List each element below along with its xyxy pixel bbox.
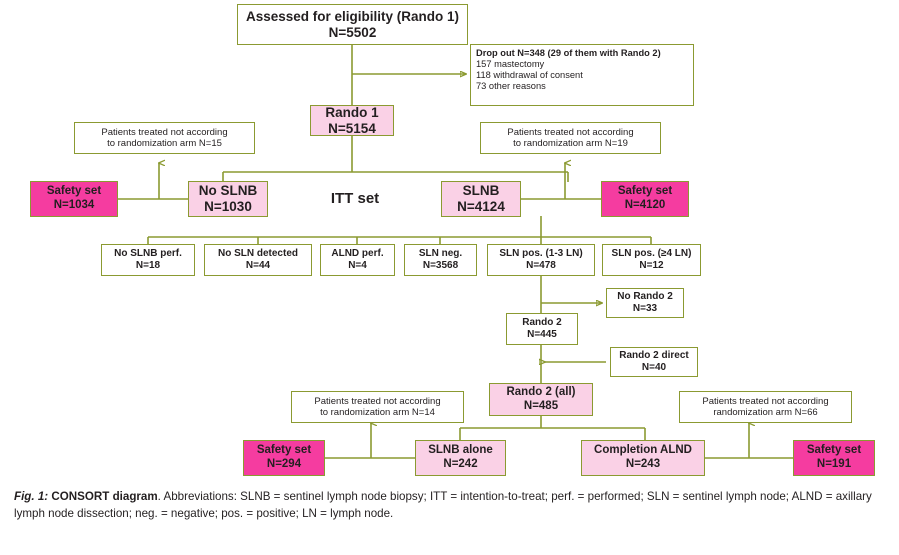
- node-no-rando-2-line1: No Rando 2: [617, 291, 673, 303]
- figure-caption: Fig. 1: CONSORT diagram. Abbreviations: …: [14, 489, 886, 523]
- node-rando-2-direct-line2: N=40: [641, 362, 667, 373]
- node-rando-2-direct-line1: Rando 2 direct: [619, 350, 689, 362]
- node-slnb-alone-line1: SLNB alone: [428, 444, 493, 457]
- node-not-according-right-top-line2: to randomization arm N=19: [513, 138, 628, 149]
- node-no-slnb-line2: N=1030: [204, 199, 252, 214]
- node-no-slnb-perf: No SLNB perf. N=18: [101, 244, 195, 276]
- node-no-sln-detected-line2: N=44: [245, 260, 271, 271]
- node-not-according-right-top-line1: Patients treated not according: [507, 126, 634, 138]
- node-safety-set-left-line1: Safety set: [46, 185, 102, 198]
- node-rando-2-all-line1: Rando 2 (all): [506, 385, 576, 398]
- label-itt-set: ITT set: [330, 190, 380, 207]
- node-dropout: Drop out N=348 (29 of them with Rando 2)…: [470, 44, 694, 106]
- node-dropout-item-2: 118 withdrawal of consent: [476, 69, 583, 80]
- node-safety-set-left: Safety set N=1034: [30, 181, 118, 217]
- caption-label: Fig. 1:: [14, 490, 49, 503]
- node-not-according-right-top: Patients treated not according to random…: [480, 122, 661, 154]
- node-not-according-bottom-left-line2: to randomization arm N=14: [320, 407, 435, 418]
- node-rando-2-line1: Rando 2: [522, 317, 562, 329]
- node-rando-1-line2: N=5154: [328, 120, 376, 136]
- node-slnb-alone: SLNB alone N=242: [415, 440, 506, 476]
- node-rando-1: Rando 1 N=5154: [310, 105, 394, 136]
- node-no-slnb-perf-line2: N=18: [135, 260, 161, 271]
- node-safety-set-bottom-left-line1: Safety set: [256, 444, 312, 457]
- node-safety-set-left-line2: N=1034: [53, 199, 95, 211]
- node-completion-alnd-line1: Completion ALND: [594, 444, 692, 457]
- node-not-according-bottom-right-line1: Patients treated not according: [702, 395, 829, 407]
- node-safety-set-bottom-right-line2: N=191: [816, 458, 852, 470]
- node-assessed-for-eligibility: Assessed for eligibility (Rando 1) N=550…: [237, 4, 468, 45]
- node-assessed-line1: Assessed for eligibility (Rando 1): [245, 8, 460, 24]
- node-not-according-left-top-line2: to randomization arm N=15: [107, 138, 222, 149]
- node-sln-neg: SLN neg. N=3568: [404, 244, 477, 276]
- node-alnd-perf: ALND perf. N=4: [320, 244, 395, 276]
- caption-title: CONSORT diagram: [51, 490, 158, 503]
- node-not-according-bottom-right-line2: randomization arm N=66: [713, 407, 818, 418]
- node-sln-pos-4plus-ln-line2: N=12: [639, 260, 664, 271]
- node-no-slnb-line1: No SLNB: [198, 183, 258, 199]
- node-not-according-bottom-left-line1: Patients treated not according: [314, 395, 441, 407]
- node-safety-set-bottom-right-line1: Safety set: [806, 444, 862, 457]
- node-rando-2-all: Rando 2 (all) N=485: [489, 383, 593, 416]
- node-completion-alnd: Completion ALND N=243: [581, 440, 705, 476]
- node-no-slnb-perf-line1: No SLNB perf.: [114, 248, 182, 260]
- node-sln-pos-4plus-ln: SLN pos. (≥4 LN) N=12: [602, 244, 701, 276]
- node-assessed-line2: N=5502: [328, 24, 377, 40]
- node-sln-pos-4plus-ln-line1: SLN pos. (≥4 LN): [611, 248, 692, 260]
- node-dropout-item-3: 73 other reasons: [476, 80, 546, 91]
- node-safety-set-bottom-right: Safety set N=191: [793, 440, 875, 476]
- node-rando-2-all-line2: N=485: [523, 399, 559, 412]
- node-dropout-header: Drop out N=348 (29 of them with Rando 2): [476, 48, 661, 58]
- node-sln-pos-1-3-ln: SLN pos. (1-3 LN) N=478: [487, 244, 595, 276]
- node-rando-2: Rando 2 N=445: [506, 313, 578, 345]
- node-not-according-bottom-right: Patients treated not according randomiza…: [679, 391, 852, 423]
- node-sln-pos-1-3-ln-line1: SLN pos. (1-3 LN): [499, 248, 583, 260]
- node-rando-1-line1: Rando 1: [325, 104, 379, 120]
- node-dropout-item-1: 157 mastectomy: [476, 58, 545, 69]
- node-alnd-perf-line2: N=4: [348, 260, 367, 271]
- node-no-slnb: No SLNB N=1030: [188, 181, 268, 217]
- node-sln-neg-line2: N=3568: [422, 260, 459, 271]
- node-no-sln-detected: No SLN detected N=44: [204, 244, 312, 276]
- node-slnb: SLNB N=4124: [441, 181, 521, 217]
- node-not-according-bottom-left: Patients treated not according to random…: [291, 391, 464, 423]
- node-safety-set-right-line1: Safety set: [617, 185, 673, 198]
- node-not-according-left-top: Patients treated not according to random…: [74, 122, 255, 154]
- node-safety-set-right: Safety set N=4120: [601, 181, 689, 217]
- caption-text: . Abbreviations: SLNB = sentinel lymph n…: [14, 490, 872, 520]
- node-sln-neg-line1: SLN neg.: [418, 248, 463, 260]
- node-rando-2-direct: Rando 2 direct N=40: [610, 347, 698, 377]
- node-slnb-line1: SLNB: [462, 183, 500, 199]
- node-safety-set-bottom-left: Safety set N=294: [243, 440, 325, 476]
- node-safety-set-right-line2: N=4120: [624, 199, 666, 211]
- node-safety-set-bottom-left-line2: N=294: [266, 458, 302, 470]
- node-sln-pos-1-3-ln-line2: N=478: [526, 260, 556, 271]
- node-rando-2-line2: N=445: [527, 329, 557, 340]
- node-no-sln-detected-line1: No SLN detected: [217, 248, 298, 260]
- node-alnd-perf-line1: ALND perf.: [331, 248, 384, 260]
- node-slnb-line2: N=4124: [457, 199, 505, 214]
- node-no-rando-2-line2: N=33: [632, 303, 658, 314]
- node-slnb-alone-line2: N=242: [443, 458, 478, 470]
- node-no-rando-2: No Rando 2 N=33: [606, 288, 684, 318]
- node-not-according-left-top-line1: Patients treated not according: [101, 126, 228, 138]
- node-completion-alnd-line2: N=243: [625, 458, 661, 470]
